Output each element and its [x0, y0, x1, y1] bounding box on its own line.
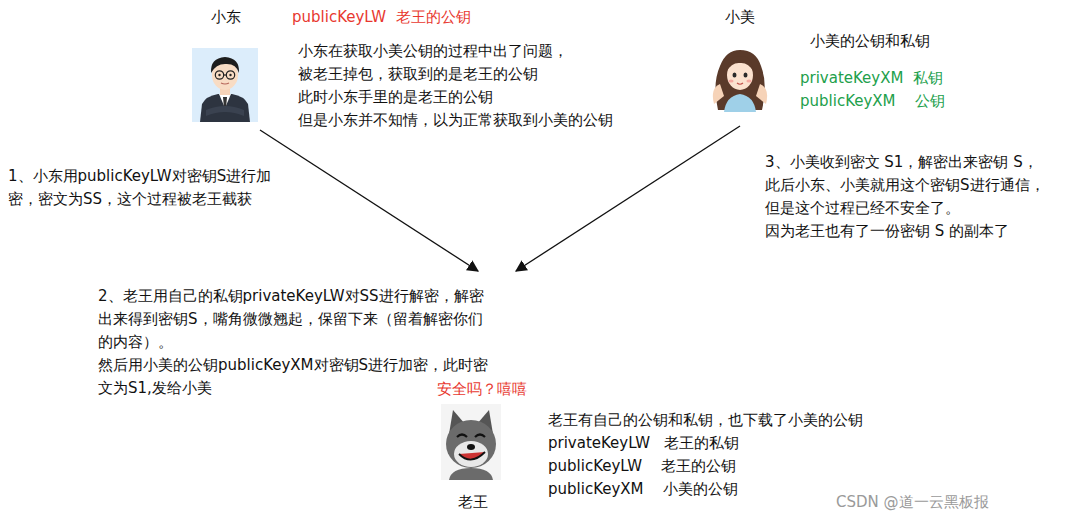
- note-text: 但是小东并不知情，以为正常获取到小美的公钥: [298, 109, 613, 132]
- note-text: 老王有自己的公钥和私钥，也下载了小美的公钥: [548, 409, 863, 432]
- key-text: publicKeyXM 小美的公钥: [548, 478, 738, 501]
- step-text: 因为老王也有了一份密钥 S 的副本了: [765, 220, 1009, 243]
- person-name: 小东: [211, 6, 241, 29]
- watermark: CSDN @道一云黑板报: [836, 491, 989, 514]
- note-text: 小东在获取小美公钥的过程中出了问题，: [298, 40, 568, 63]
- step-paragraph: 然后用小美的公钥publicKeyXM对密钥S进行加密，此时密文为S1,发给小美: [98, 354, 490, 400]
- key-text: privateKeyXM 私钥: [800, 67, 943, 90]
- note-text: 安全吗？嘻嘻: [437, 378, 527, 401]
- key-text: privateKeyLW 老王的私钥: [548, 432, 739, 455]
- step-paragraph: 2、老王用自己的私钥privateKeyLW对SS进行解密，解密出来得到密钥S，…: [98, 285, 490, 354]
- note-text: publicKeyLW 老王的公钥: [292, 6, 471, 29]
- note-text: 小美的公钥和私钥: [810, 30, 930, 53]
- note-text: 此时小东手里的是老王的公钥: [298, 86, 493, 109]
- person-name: 老王: [458, 491, 488, 514]
- note-text: 被老王掉包，获取到的是老王的公钥: [298, 63, 538, 86]
- step-text: 3、小美收到密文 S1，解密出来密钥 S，此后小东、小美就用这个密钥S进行通信，…: [765, 151, 1051, 220]
- key-text: publicKeyLW 老王的公钥: [548, 455, 736, 478]
- dog-avatar: [441, 404, 501, 480]
- person-node: 老王: [436, 402, 510, 514]
- step-text-node: 2、老王用自己的私钥privateKeyLW对SS进行解密，解密出来得到密钥S，…: [94, 283, 494, 402]
- person-node: 小东: [192, 6, 260, 124]
- arrow-connector: [516, 126, 740, 271]
- key-text: publicKeyXM 公钥: [800, 90, 945, 113]
- man-avatar: [192, 48, 258, 122]
- person-node: 小美: [706, 6, 774, 114]
- arrow-connector: [260, 130, 478, 271]
- woman-avatar: [706, 44, 774, 112]
- person-name: 小美: [725, 6, 755, 29]
- step-text: 1、小东用publicKeyLW对密钥S进行加密，密文为SS，这个过程被老王截获: [8, 165, 292, 211]
